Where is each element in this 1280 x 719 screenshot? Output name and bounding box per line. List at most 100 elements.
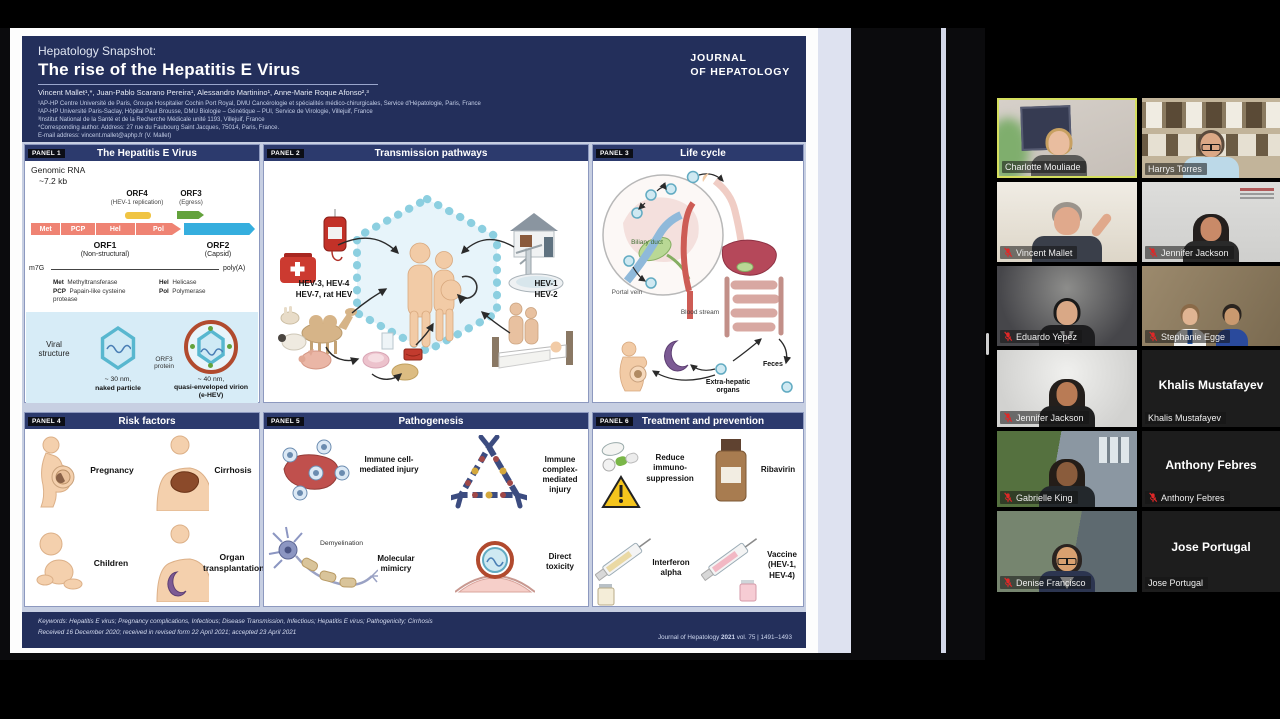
human-figures-icon bbox=[407, 242, 462, 348]
panel4-title: Risk factors bbox=[118, 415, 176, 427]
participant-name: Stephanie Egge bbox=[1161, 331, 1226, 342]
vaccine-syringe-icon bbox=[701, 538, 758, 602]
panel1-badge: PANEL 1 bbox=[28, 148, 65, 158]
seg-pol: Pol bbox=[135, 223, 181, 235]
participant-tile-vincent-mallet[interactable]: Vincent Mallet bbox=[997, 182, 1137, 262]
naked-size: ~ 30 nm, bbox=[104, 376, 132, 383]
participant-tile-khalis-mustafayev[interactable]: Khalis Mustafayev Khalis Mustafayev bbox=[1142, 350, 1280, 427]
muted-mic-icon bbox=[1003, 492, 1013, 503]
poster-header-text: Hepatology Snapshot: The rise of the Hep… bbox=[38, 44, 638, 140]
panel-pathogenesis: PANEL 5 Pathogenesis Immune cell-mediate… bbox=[263, 412, 589, 607]
neuron-icon bbox=[268, 526, 378, 588]
immune-complex-injury: Immune complex-mediated injury bbox=[427, 429, 590, 518]
participant-name: Jennifer Jackson bbox=[1161, 247, 1229, 258]
participant-tile-stephanie-egge[interactable]: Stephanie Egge bbox=[1142, 266, 1280, 346]
immune-cell-label: Immune cell-mediated injury bbox=[359, 455, 419, 474]
participant-tile-charlotte-mouliade[interactable]: Charlotte Mouliade bbox=[997, 98, 1137, 178]
participant-name: Anthony Febres bbox=[1161, 492, 1225, 503]
pregnancy-label: Pregnancy bbox=[90, 465, 134, 475]
cirrhosis-label: Cirrhosis bbox=[214, 465, 252, 475]
ribavirin-label: Ribavirin bbox=[760, 465, 796, 474]
participant-tile-gabrielle-king[interactable]: Gabrielle King bbox=[997, 431, 1137, 507]
affiliation-line: ¹AP-HP Centre Université de Paris, Group… bbox=[38, 101, 481, 107]
pig-icon bbox=[298, 349, 332, 370]
antibody-complex-icon bbox=[451, 435, 527, 509]
muted-mic-icon bbox=[1003, 247, 1013, 258]
children-label: Children bbox=[93, 558, 129, 568]
orf4-bar bbox=[125, 212, 151, 219]
reduce-immunosuppression-label: Reduce immuno-suppression bbox=[646, 453, 694, 483]
panel6-header: PANEL 6 Treatment and prevention bbox=[593, 413, 803, 429]
artery-icon bbox=[680, 201, 696, 292]
orf1-label: ORF1 bbox=[93, 240, 117, 250]
panel3-badge: PANEL 3 bbox=[596, 148, 633, 158]
kidney-icon bbox=[664, 340, 689, 372]
panel3-body: Biliary duct Portal vein Blood stream Ex… bbox=[593, 161, 803, 404]
participant-tile-anthony-febres[interactable]: Anthony Febres Anthony Febres bbox=[1142, 431, 1280, 507]
participant-name: Harrys Torres bbox=[1148, 164, 1202, 174]
panel1-title: The Hepatitis E Virus bbox=[97, 147, 197, 159]
panel2-body: HEV-3, HEV-4 HEV-7, rat HEV HEV-1 HEV-2 bbox=[264, 161, 588, 404]
extra-hepatic-label: Extra-hepatic organs bbox=[705, 379, 751, 395]
risk-cirrhosis: Cirrhosis bbox=[143, 429, 261, 518]
panel6-badge: PANEL 6 bbox=[596, 416, 633, 426]
immune-complex-label: Immune complex-mediated injury bbox=[542, 455, 578, 494]
demyelination-label: Demyelination bbox=[320, 540, 364, 547]
panel3-header: PANEL 3 Life cycle bbox=[593, 145, 803, 161]
colon-icon bbox=[724, 276, 784, 338]
participant-name-label: Charlotte Mouliade bbox=[1002, 161, 1086, 173]
participant-name: Gabrielle King bbox=[1016, 492, 1073, 503]
transplant-label: Organ transplantation bbox=[203, 552, 265, 573]
affiliation-line: E-mail address: vincent.mallet@aphp.fr (… bbox=[38, 133, 172, 140]
extra-hepatic-arrows bbox=[651, 338, 762, 381]
orf2-sub: (Capsid) bbox=[204, 251, 232, 258]
panel-life-cycle: PANEL 3 Life cycle bbox=[592, 144, 804, 403]
orf3-protein-label: ORF3 protein bbox=[154, 356, 174, 370]
muted-mic-icon bbox=[1148, 331, 1158, 342]
legend-abbr: Hel bbox=[159, 279, 169, 286]
panel1-body: Genomic RNA ~7.2 kb ORF4 (HEV-1 replicat… bbox=[25, 161, 259, 404]
participant-name: Denise Francisco bbox=[1016, 577, 1086, 588]
panel4-body: Pregnancy Cirrhosis bbox=[25, 429, 265, 608]
participant-tile-eduardo-yepez[interactable]: Eduardo Yepez bbox=[997, 266, 1137, 346]
participant-name-label: Harrys Torres bbox=[1145, 163, 1207, 175]
blood-cooler-icon bbox=[280, 253, 316, 283]
right-hev-variants-2: HEV-2 bbox=[534, 290, 558, 299]
legend-def: Polymerase bbox=[172, 287, 206, 295]
panel4-badge: PANEL 4 bbox=[28, 416, 65, 426]
legend-def: Methyltransferase bbox=[67, 279, 118, 286]
participant-tile-jennifer-jackson-2[interactable]: Jennifer Jackson bbox=[997, 350, 1137, 427]
slide-margin-strip bbox=[818, 28, 851, 653]
orf1-sub: (Non-structural) bbox=[80, 251, 130, 258]
participant-display-name: Jose Portugal bbox=[1171, 540, 1251, 555]
participant-name-label: Eduardo Yepez bbox=[1000, 330, 1083, 343]
legend-abbr: Pol bbox=[159, 287, 169, 295]
participant-name: Jose Portugal bbox=[1148, 578, 1204, 588]
participant-name-label: Khalis Mustafayev bbox=[1145, 412, 1227, 424]
bookshelf-frames bbox=[1142, 102, 1280, 128]
participant-name: Vincent Mallet bbox=[1016, 247, 1073, 258]
immune-cell-injury: Immune cell-mediated injury bbox=[264, 429, 427, 518]
participant-name: Eduardo Yepez bbox=[1016, 331, 1078, 342]
participant-tile-jennifer-jackson[interactable]: Jennifer Jackson bbox=[1142, 182, 1280, 262]
orf4-sub: (HEV-1 replication) bbox=[110, 199, 164, 206]
poster: Hepatology Snapshot: The rise of the Hep… bbox=[22, 36, 806, 648]
building-window bbox=[1099, 437, 1129, 463]
right-hev-variants-1: HEV-1 bbox=[534, 279, 558, 288]
orf2-label: ORF2 bbox=[206, 240, 230, 250]
legend-def: Helicase bbox=[172, 279, 197, 286]
participant-avatar bbox=[1174, 130, 1248, 178]
panel5-badge: PANEL 5 bbox=[267, 416, 304, 426]
panel3-title: Life cycle bbox=[680, 147, 726, 159]
rabbit-icon bbox=[280, 306, 300, 325]
legend-abbr: Met bbox=[53, 279, 64, 286]
participant-tile-jose-portugal[interactable]: Jose Portugal Jose Portugal bbox=[1142, 511, 1280, 592]
torso-liver-icon bbox=[156, 435, 209, 511]
participant-tile-harrys-torres[interactable]: Harrys Torres bbox=[1142, 98, 1280, 178]
polya-label: poly(A) bbox=[223, 265, 246, 272]
poster-header: Hepatology Snapshot: The rise of the Hep… bbox=[22, 36, 806, 142]
participant-tile-denise-francisco[interactable]: Denise Francisco bbox=[997, 511, 1137, 592]
participants-scrollbar[interactable] bbox=[986, 333, 989, 355]
blood-stream-label: Blood stream bbox=[680, 309, 720, 316]
orf1-bar: Met PCP Hel Pol bbox=[31, 223, 181, 235]
